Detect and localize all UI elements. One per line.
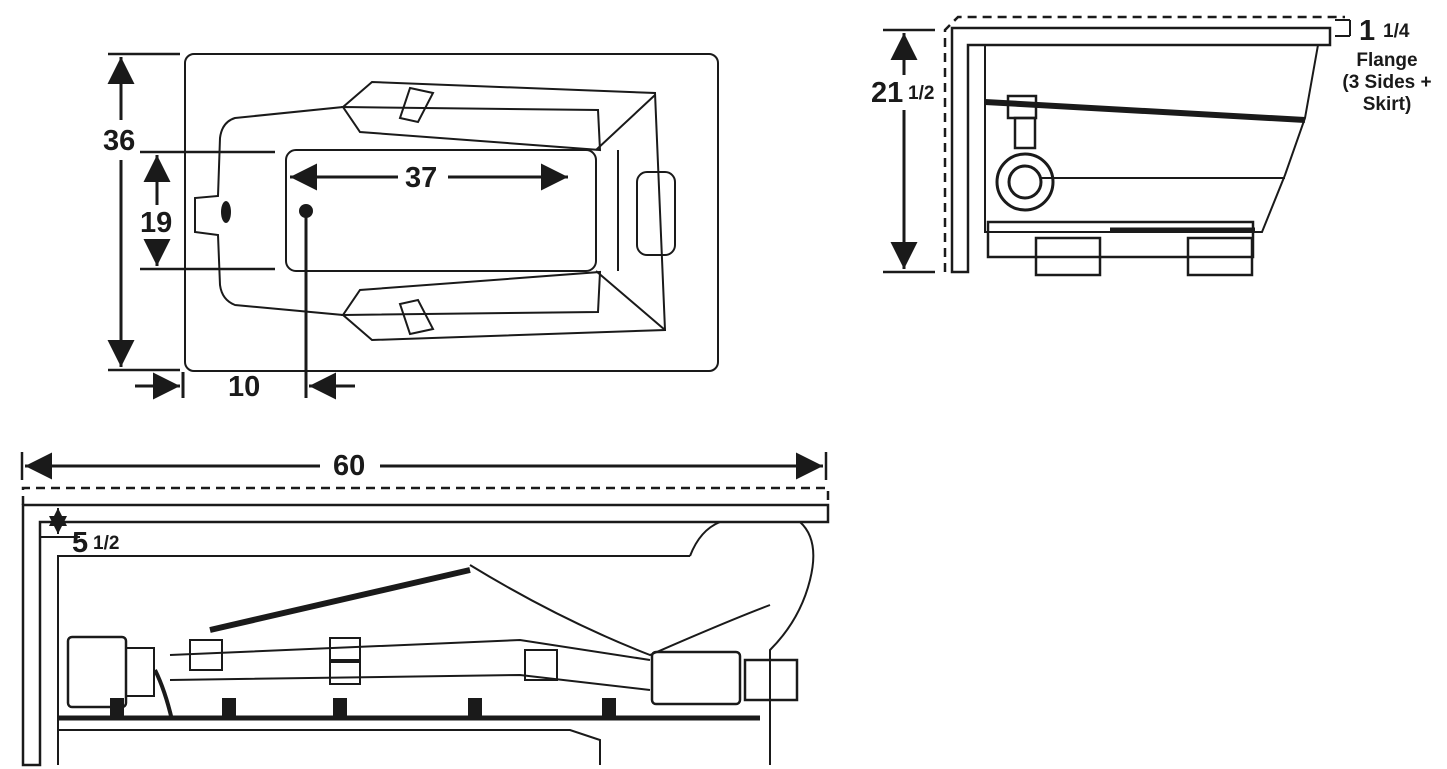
pillow bbox=[636, 171, 676, 256]
basin-outline bbox=[194, 80, 667, 342]
side-view bbox=[20, 452, 830, 767]
skirt-whole-label: 5 bbox=[72, 527, 89, 559]
flange-note-line-1: Flange bbox=[1356, 50, 1418, 71]
drain-offset-10-label: 10 bbox=[228, 371, 261, 403]
tub-body-end bbox=[984, 44, 1320, 233]
overflow-icon bbox=[221, 201, 231, 223]
feet bbox=[110, 698, 616, 716]
tub-outline bbox=[184, 53, 719, 372]
basin-width-19-label: 19 bbox=[140, 207, 173, 239]
pump-side-icon bbox=[66, 635, 128, 709]
flange-fraction-label: 1/4 bbox=[1383, 21, 1410, 42]
flange-note-line-2: (3 Sides + bbox=[1342, 72, 1432, 93]
skirt-panel bbox=[57, 555, 690, 765]
flange-note: Flange (3 Sides + Skirt) bbox=[1333, 50, 1441, 116]
armrest-top bbox=[341, 105, 602, 152]
width-36-label: 36 bbox=[103, 125, 136, 157]
height-whole-label: 21 bbox=[871, 77, 904, 109]
bathing-well bbox=[285, 149, 597, 272]
length-60-label: 60 bbox=[333, 450, 366, 482]
top-view bbox=[107, 52, 719, 400]
pump-icon bbox=[995, 152, 1055, 212]
height-fraction-label: 1/2 bbox=[908, 83, 935, 104]
skirt-fraction-label: 1/2 bbox=[93, 533, 120, 554]
end-view bbox=[883, 15, 1351, 277]
flange-whole-label: 1 bbox=[1359, 15, 1376, 47]
base-rail bbox=[986, 220, 1255, 259]
flange-deck bbox=[21, 503, 830, 767]
flange-wall bbox=[950, 26, 1332, 274]
flange-note-line-3: Skirt) bbox=[1362, 94, 1412, 115]
armrest-bottom bbox=[341, 270, 602, 317]
length-37-label: 37 bbox=[405, 162, 438, 194]
tub-body-side bbox=[689, 521, 815, 765]
